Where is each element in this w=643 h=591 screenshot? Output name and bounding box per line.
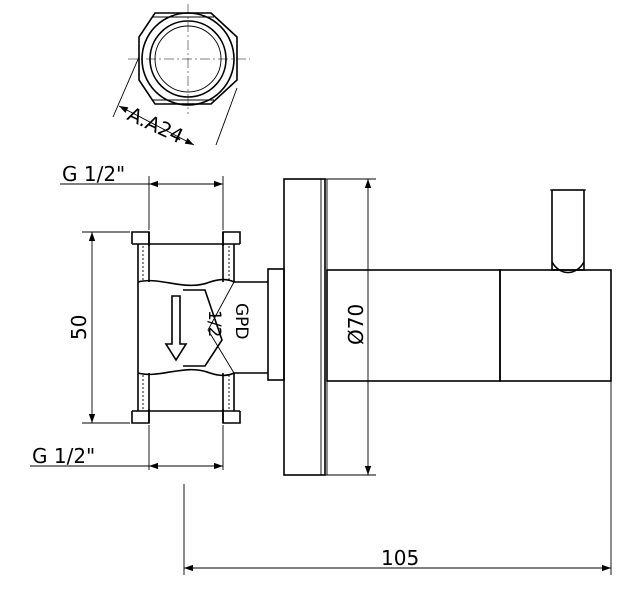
diameter-label: Ø70 — [344, 304, 368, 345]
thread-top-label: G 1/2" — [62, 162, 125, 186]
height-label: 50 — [67, 315, 91, 340]
dimension-lines — [30, 176, 612, 575]
brand-marking: GPD — [231, 303, 251, 340]
hex-dimension-label: A.A24 — [124, 102, 187, 149]
tee-body-section — [131, 231, 268, 424]
hex-nut-top-view: A.A24 — [112, 4, 250, 149]
thread-bottom-label: G 1/2" — [32, 444, 95, 468]
size-marking: 1/2 — [204, 310, 224, 337]
valve-body — [267, 178, 612, 476]
length-label: 105 — [381, 546, 419, 570]
